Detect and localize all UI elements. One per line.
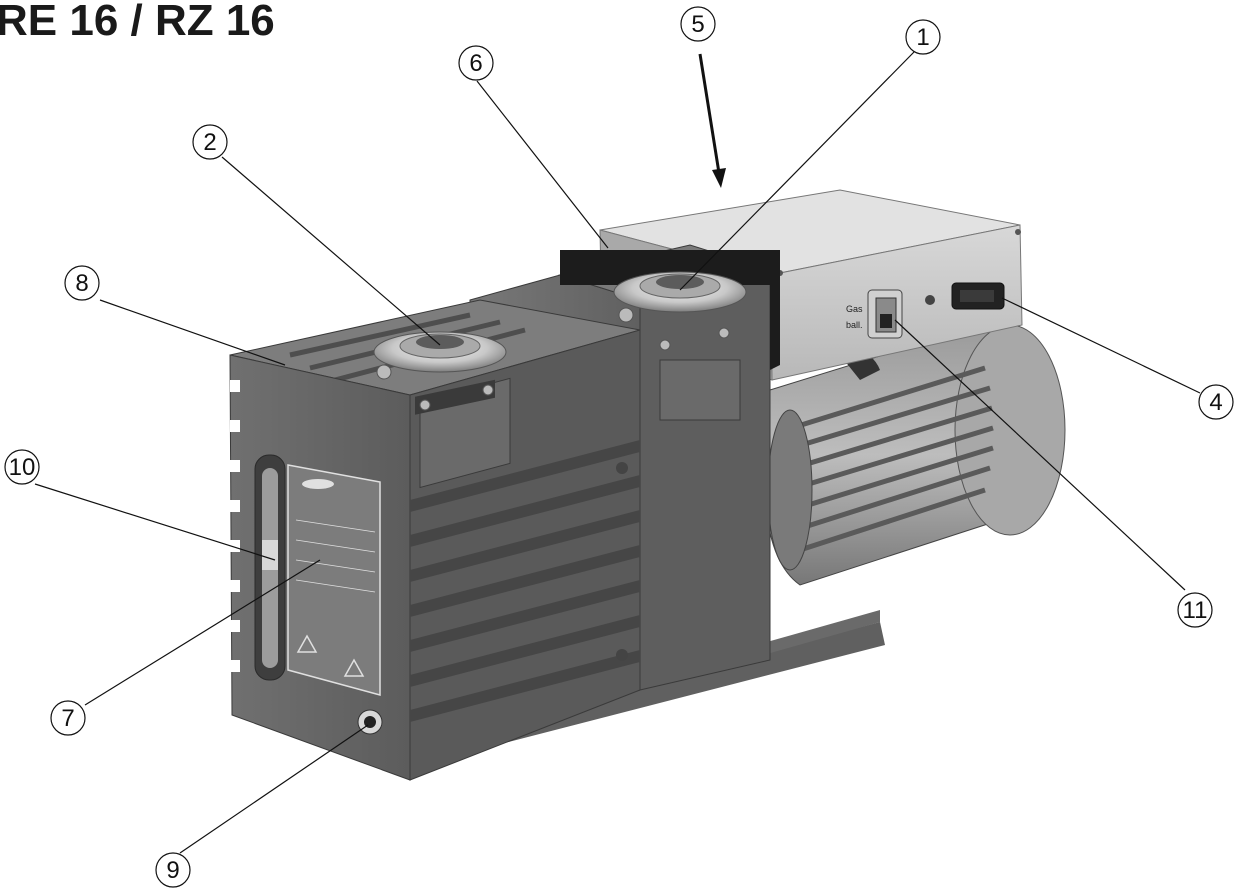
gas-ballast-switch: Gas ball. <box>846 289 903 339</box>
svg-text:7: 7 <box>61 705 74 732</box>
gas-ballast-label-1: Gas <box>846 304 863 314</box>
svg-text:6: 6 <box>469 50 482 77</box>
gas-ballast-label-2: ball. <box>846 320 863 330</box>
callout-7: 7 <box>50 700 86 736</box>
oil-sight-glass <box>254 454 286 681</box>
type-plate <box>287 464 381 696</box>
intake-flange <box>613 271 747 351</box>
callout-6: 6 <box>458 45 494 81</box>
callout-5: 5 <box>680 6 716 42</box>
svg-text:10: 10 <box>9 454 36 481</box>
leader-lines <box>34 51 1201 854</box>
svg-text:9: 9 <box>166 857 179 884</box>
arrow-5 <box>698 53 726 188</box>
callout-8: 8 <box>64 265 100 301</box>
exhaust-flange <box>373 331 507 415</box>
svg-text:2: 2 <box>203 129 216 156</box>
callout-1: 1 <box>905 19 941 55</box>
page-title: RE 16 / RZ 16 <box>0 0 275 45</box>
callout-11: 11 <box>1177 592 1213 628</box>
callout-9: 9 <box>155 852 191 888</box>
svg-text:5: 5 <box>691 11 704 38</box>
svg-text:8: 8 <box>75 270 88 297</box>
svg-text:1: 1 <box>916 24 929 51</box>
svg-text:11: 11 <box>1183 597 1208 624</box>
svg-text:4: 4 <box>1209 389 1222 416</box>
callout-2: 2 <box>192 124 228 160</box>
electric-motor <box>764 324 1066 586</box>
on-off-switch <box>925 282 1005 310</box>
oil-drain-plug <box>357 709 383 735</box>
callout-4: 4 <box>1198 384 1234 420</box>
callout-10: 10 <box>4 449 40 485</box>
